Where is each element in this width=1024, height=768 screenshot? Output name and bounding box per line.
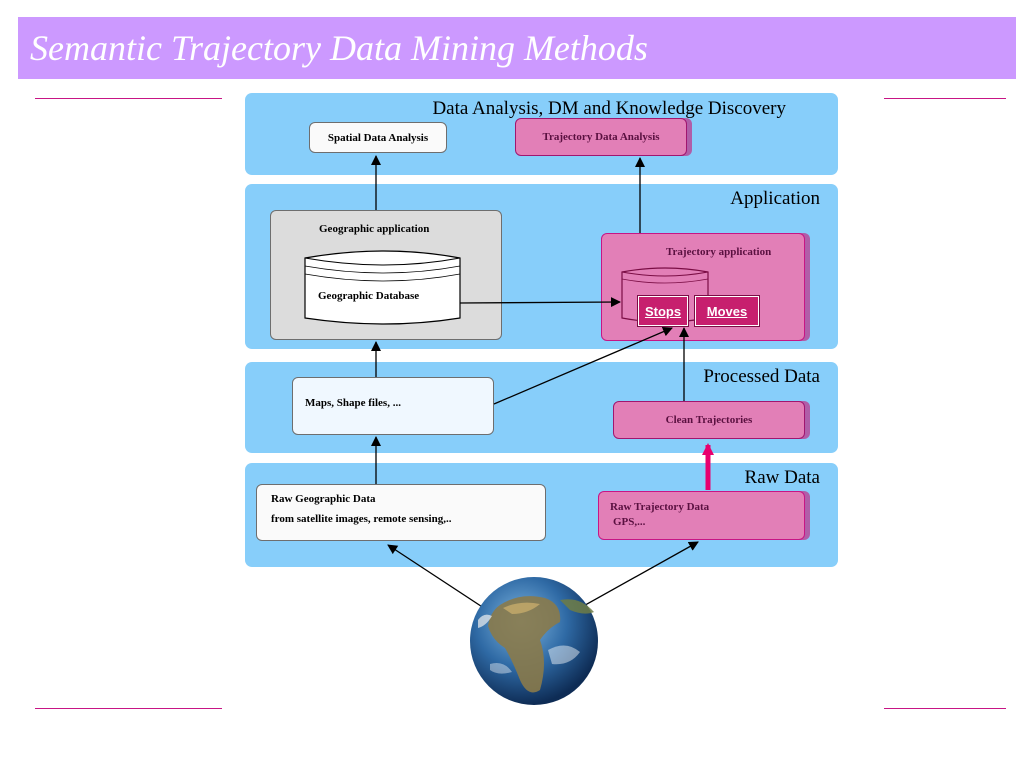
spatial-data-analysis-box: Spatial Data Analysis — [309, 122, 447, 153]
divider-top-right — [884, 98, 1006, 99]
band-raw-label: Raw Data — [744, 467, 820, 488]
raw-geographic-data-label: Raw Geographic Data — [271, 493, 376, 505]
stops-tag[interactable]: Stops — [637, 295, 689, 327]
divider-bottom-right — [884, 708, 1006, 709]
maps-shape-files-label: Maps, Shape files, ... — [305, 397, 401, 409]
band-application-label: Application — [730, 188, 820, 209]
band-analysis-label: Data Analysis, DM and Knowledge Discover… — [432, 98, 786, 119]
raw-trajectory-data-box: Raw Trajectory Data GPS,... — [598, 491, 805, 540]
raw-geographic-data-box: Raw Geographic Data from satellite image… — [256, 484, 546, 541]
moves-tag[interactable]: Moves — [694, 295, 760, 327]
trajectory-data-analysis-label: Trajectory Data Analysis — [542, 131, 660, 143]
geographic-database-label: Geographic Database — [318, 290, 420, 302]
earth-globe-icon — [470, 577, 598, 705]
band-processed-label: Processed Data — [703, 366, 820, 387]
trajectory-data-analysis-box: Trajectory Data Analysis — [515, 118, 687, 156]
raw-geographic-data-sublabel: from satellite images, remote sensing,.. — [271, 513, 452, 525]
divider-top-left — [35, 98, 222, 99]
geographic-application-label: Geographic application — [319, 223, 430, 235]
divider-bottom-left — [35, 708, 222, 709]
raw-trajectory-data-label: Raw Trajectory Data — [610, 501, 710, 513]
spatial-data-analysis-label: Spatial Data Analysis — [327, 131, 429, 144]
clean-trajectories-label: Clean Trajectories — [665, 414, 753, 426]
trajectory-application-label: Trajectory application — [666, 246, 772, 258]
raw-trajectory-data-sublabel: GPS,... — [613, 516, 646, 528]
slide-title: Semantic Trajectory Data Mining Methods — [30, 28, 648, 68]
maps-shape-files-box: Maps, Shape files, ... — [292, 377, 494, 435]
title-bar: Semantic Trajectory Data Mining Methods — [18, 17, 1016, 79]
arrow-maps-to-stops — [493, 326, 673, 405]
arrow-geo-db-to-traj-db — [459, 297, 621, 308]
clean-trajectories-box: Clean Trajectories — [613, 401, 805, 439]
